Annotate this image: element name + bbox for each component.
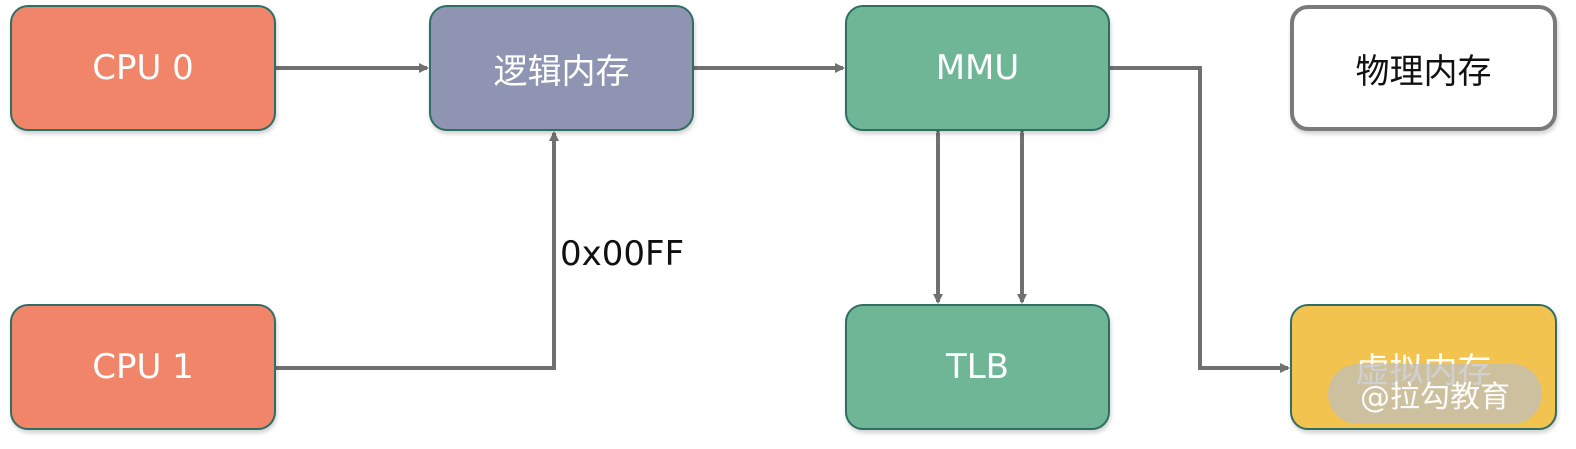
physical-memory-node: 物理内存 bbox=[1290, 5, 1557, 131]
watermark: @拉勾教育 bbox=[1328, 364, 1542, 424]
mmu-node: MMU bbox=[845, 5, 1110, 131]
edge-mmu-to-virtual-memory bbox=[1110, 66, 1290, 373]
tlb-node: TLB bbox=[845, 304, 1110, 430]
cpu-0-node: CPU 0 bbox=[10, 5, 276, 131]
logical-memory-node: 逻辑内存 bbox=[429, 5, 694, 131]
logical-memory-label: 逻辑内存 bbox=[493, 51, 630, 92]
physical-memory-label: 物理内存 bbox=[1355, 51, 1492, 92]
edge-address-label: 0x00FF bbox=[560, 234, 685, 274]
cpu-1-node: CPU 1 bbox=[10, 304, 276, 430]
mmu-label: MMU bbox=[935, 48, 1020, 88]
edge-cpu1-to-logical-memory bbox=[276, 131, 559, 370]
tlb-label: TLB bbox=[945, 347, 1010, 387]
cpu-0-label: CPU 0 bbox=[92, 48, 194, 88]
cpu-1-label: CPU 1 bbox=[92, 347, 194, 387]
